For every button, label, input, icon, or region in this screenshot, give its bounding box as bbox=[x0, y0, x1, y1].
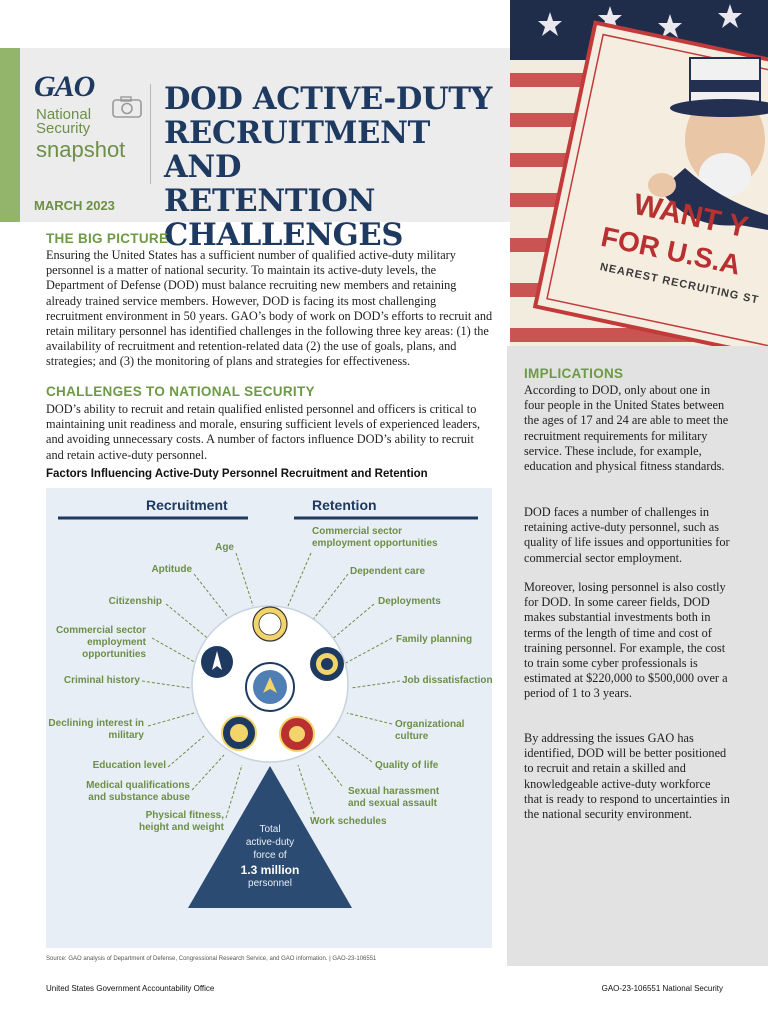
retention-factor: Family planning bbox=[396, 634, 473, 645]
footer-agency: United States Government Accountability … bbox=[46, 984, 215, 993]
navy-seal bbox=[310, 647, 344, 681]
series-label: National Security bbox=[36, 106, 92, 137]
air-force-seal bbox=[221, 715, 257, 751]
recruitment-factor: Medical qualifications and substance abu… bbox=[86, 780, 190, 803]
figure-title: Factors Influencing Active-Duty Personne… bbox=[46, 468, 428, 480]
dod-seal bbox=[245, 662, 295, 712]
uncle-sam-figure bbox=[648, 57, 768, 230]
implications-paragraph: DOD faces a number of challenges in reta… bbox=[524, 505, 730, 565]
camera-icon bbox=[112, 96, 142, 118]
gao-logo: GAO bbox=[34, 70, 95, 103]
recruitment-factor: Education level bbox=[92, 760, 166, 771]
figure-source: Source: GAO analysis of Department of De… bbox=[46, 956, 377, 962]
title-line-1: DOD ACTIVE-DUTY bbox=[164, 81, 493, 117]
recruitment-factor: Criminal history bbox=[63, 675, 140, 686]
retention-factor: Organizational culture bbox=[395, 719, 465, 742]
header-divider bbox=[150, 84, 151, 184]
marine-corps-seal bbox=[279, 716, 315, 752]
pyramid-label-line3: force of bbox=[253, 850, 287, 861]
implications-paragraph: By addressing the issues GAO has identif… bbox=[524, 731, 730, 822]
series-label-line2: Security bbox=[36, 120, 91, 137]
pyramid-value: 1.3 million bbox=[240, 863, 300, 877]
retention-factor: Work schedules bbox=[310, 816, 387, 827]
implications-paragraph: Moreover, losing personnel is also costl… bbox=[524, 580, 728, 701]
title-line-2: RECRUITMENT AND bbox=[164, 115, 431, 185]
title-line-3: RETENTION CHALLENGES bbox=[164, 183, 404, 253]
footer-report-id: GAO-23-106551 National Security bbox=[601, 984, 723, 993]
recruitment-factor: Declining interest in military bbox=[48, 718, 144, 741]
recruitment-factor: Citizenship bbox=[108, 596, 162, 607]
pyramid-label-line4: personnel bbox=[248, 878, 292, 889]
series-label-line1: National bbox=[36, 106, 92, 123]
recruitment-factor: Aptitude bbox=[151, 564, 192, 575]
big-picture-heading: THE BIG PICTURE bbox=[46, 231, 169, 246]
retention-factor: Dependent care bbox=[350, 566, 426, 577]
retention-factor: Job dissatisfaction bbox=[402, 675, 493, 686]
recruitment-factor: Age bbox=[215, 542, 234, 553]
implications-heading: IMPLICATIONS bbox=[524, 366, 624, 381]
recruitment-factor: Commercial sector employment opportuniti… bbox=[55, 625, 146, 660]
factors-figure: Recruitment Retention Age Aptitude Citiz… bbox=[46, 488, 493, 948]
retention-heading: Retention bbox=[312, 497, 377, 513]
implications-paragraph: According to DOD, only about one in four… bbox=[524, 383, 729, 474]
challenges-text: DOD’s ability to recruit and retain qual… bbox=[46, 402, 481, 462]
retention-factor: Sexual harassment and sexual assault bbox=[348, 786, 440, 809]
series-snapshot-label: snapshot bbox=[36, 137, 126, 162]
retention-factor: Quality of life bbox=[375, 760, 439, 771]
retention-factor: Commercial sector employment opportuniti… bbox=[312, 526, 438, 549]
poster-illustration: WANT Y FOR U.S.A NEAREST RECRUITING ST bbox=[510, 0, 768, 346]
implications-sidebar bbox=[507, 346, 768, 966]
page-title: DOD ACTIVE-DUTY RECRUITMENT AND RETENTIO… bbox=[164, 82, 504, 252]
recruitment-heading: Recruitment bbox=[146, 497, 228, 513]
pyramid-label-line1: Total bbox=[259, 824, 281, 835]
retention-factor: Deployments bbox=[378, 596, 441, 607]
figure-graphics bbox=[58, 516, 478, 908]
recruitment-factor: Physical fitness, height and weight bbox=[139, 810, 224, 833]
accent-bar bbox=[0, 48, 20, 222]
space-force-seal bbox=[201, 646, 233, 678]
uncle-sam-poster-image: WANT Y FOR U.S.A NEAREST RECRUITING ST bbox=[510, 0, 768, 346]
big-picture-text: Ensuring the United States has a suffici… bbox=[46, 248, 493, 369]
report-date: MARCH 2023 bbox=[34, 198, 115, 213]
pyramid-label-line2: active-duty bbox=[245, 837, 295, 848]
challenges-heading: CHALLENGES TO NATIONAL SECURITY bbox=[46, 384, 315, 399]
army-seal bbox=[252, 606, 288, 642]
header-band bbox=[20, 48, 510, 222]
